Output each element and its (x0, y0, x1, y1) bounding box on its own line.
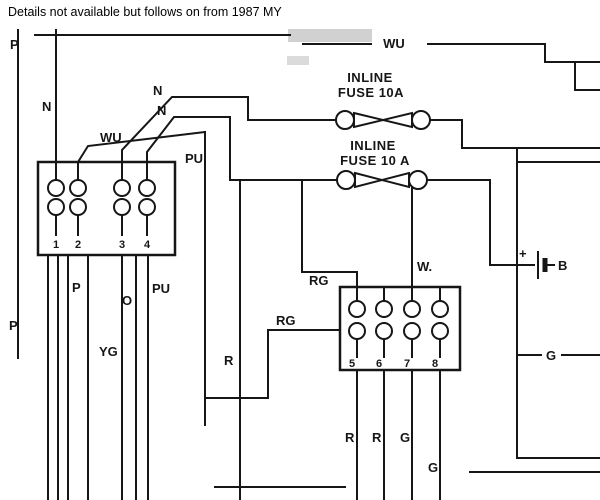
wire-fuse2-to-battery (426, 179, 535, 266)
pin-number-8: 8 (432, 358, 438, 370)
terminal-stems-left-bottom (55, 215, 148, 236)
wire-topright-stub (574, 61, 600, 91)
pin-number-2: 2 (75, 239, 81, 251)
label-rg-upper: RG (309, 273, 329, 288)
inline-fuse-1 (335, 110, 431, 130)
fuse1-caption-line1: INLINE (347, 70, 393, 85)
terminal-circle (47, 198, 65, 216)
label-n-upper: N (153, 83, 162, 98)
wire-fuse1-right (429, 119, 600, 149)
terminal-circle (69, 198, 87, 216)
connector-block-right: 5 6 7 8 (338, 285, 462, 372)
wire-wu-top-right (427, 43, 600, 63)
connector-right-terminals (348, 287, 449, 358)
fuse1-caption-line2: FUSE 10A (338, 85, 404, 100)
label-n-left: N (42, 99, 51, 114)
fuse2-left-terminal (336, 170, 356, 190)
label-g-right: G (546, 348, 556, 363)
terminal-circle (113, 179, 131, 197)
battery-symbol (537, 251, 548, 279)
fuse2-caption-line2: FUSE 10 A (340, 153, 410, 168)
wire-labels: P N N N WU WU PU P O PU YG P R RG RG W. … (9, 36, 567, 475)
terminal-stems-right-bottom (356, 339, 441, 358)
terminal-circle (431, 322, 449, 340)
terminal-circle (403, 322, 421, 340)
label-p-lower: P (9, 318, 18, 333)
label-r-bot2: R (372, 430, 382, 445)
fuse2-bowtie (354, 171, 410, 189)
wire-rg-lower (204, 329, 341, 399)
terminal-circle (375, 322, 393, 340)
connector-right-pin-numbers: 5 6 7 8 (349, 358, 438, 370)
fuse1-right-terminal (411, 110, 431, 130)
terminal-circle (348, 322, 366, 340)
smudge-small (287, 56, 309, 65)
pin-number-6: 6 (376, 358, 382, 370)
fuse1-left-terminal (335, 110, 355, 130)
connector-right-outline (338, 285, 462, 372)
terminal-circle (138, 198, 156, 216)
pin-number-4: 4 (144, 239, 151, 251)
label-battery-b: B (558, 258, 567, 273)
label-yg: YG (99, 344, 118, 359)
fuse2-caption-line1: INLINE (350, 138, 396, 153)
pin-number-7: 7 (404, 358, 410, 370)
label-p-mid: P (72, 280, 81, 295)
pin-number-3: 3 (119, 239, 125, 251)
wire-rg-upper (301, 179, 358, 288)
terminal-circle (47, 179, 65, 197)
terminal-circle (431, 300, 449, 318)
inline-fuse-2 (336, 170, 428, 190)
terminal-circle (138, 179, 156, 197)
label-pu-lower: PU (152, 281, 170, 296)
terminal-circle (403, 300, 421, 318)
connector-left-outline (36, 160, 177, 257)
label-g-bot2: G (428, 460, 438, 475)
page-title: Details not available but follows on fro… (8, 5, 282, 19)
terminal-circle (348, 300, 366, 318)
smudge-top (288, 29, 372, 42)
label-p-top: P (10, 37, 19, 52)
connector-left-pin-numbers: 1 2 3 4 (53, 239, 151, 251)
fuse-captions: INLINE FUSE 10A INLINE FUSE 10 A (338, 70, 410, 168)
terminal-circle (69, 179, 87, 197)
fuse2-right-terminal (408, 170, 428, 190)
label-w-top: W. (417, 259, 432, 274)
label-g-bot1: G (400, 430, 410, 445)
terminal-circle (113, 198, 131, 216)
pin-number-5: 5 (349, 358, 355, 370)
wire-wu-angled (76, 130, 207, 164)
label-r-bot1: R (345, 430, 355, 445)
label-battery-plus: + (519, 246, 527, 261)
connector-block-left: 1 2 3 4 (36, 160, 177, 257)
wire-n-upper (121, 96, 337, 181)
wire-n-lower (146, 116, 338, 181)
terminal-stems-right-top (356, 287, 441, 301)
label-pu-upper: PU (185, 151, 203, 166)
label-o-mid: O (122, 293, 132, 308)
pin-number-1: 1 (53, 239, 59, 251)
label-rg-lower: RG (276, 313, 296, 328)
terminal-stems-left-top (55, 162, 148, 180)
label-wu-top: WU (383, 36, 405, 51)
wire-right-vertical (516, 147, 600, 459)
wires (17, 29, 600, 500)
label-wu-left: WU (100, 130, 122, 145)
scan-artifacts (287, 29, 372, 65)
terminal-circle (375, 300, 393, 318)
fuse1-bowtie (353, 111, 413, 129)
label-r-mid: R (224, 353, 234, 368)
label-n-lower: N (157, 103, 166, 118)
connector-left-terminals (47, 162, 156, 236)
